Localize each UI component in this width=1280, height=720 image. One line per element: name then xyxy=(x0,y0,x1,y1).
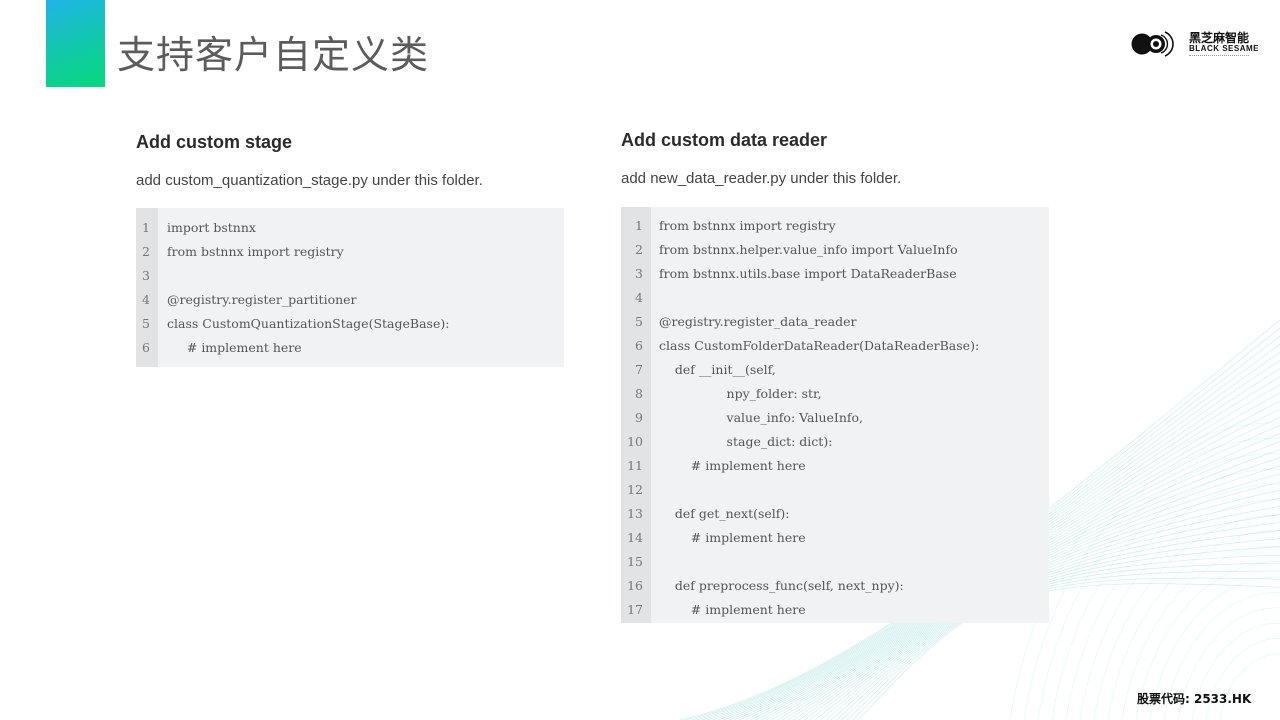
custom-data-reader-section: Add custom data reader add new_data_read… xyxy=(621,130,1051,192)
code-text: npy_folder: str, xyxy=(659,386,822,401)
code-text: value_info: ValueInfo, xyxy=(659,410,864,425)
custom-stage-code-block: 1 import bstnnx 2 from bstnnx import regist… xyxy=(136,208,564,367)
custom-stage-section: Add custom stage add custom_quantization… xyxy=(136,132,566,194)
code-line: 5 @registry.register_data_reader xyxy=(621,310,1049,334)
code-line: 5 class CustomQuantizationStage(StageBase… xyxy=(136,312,564,336)
code-line: 2 from bstnnx.helper.value_info import Va… xyxy=(621,238,1049,262)
line-number: 6 xyxy=(142,340,150,355)
code-line: 15 xyxy=(621,550,1049,574)
line-number: 4 xyxy=(635,290,643,305)
code-line: 3 from bstnnx.utils.base import DataReade… xyxy=(621,262,1049,286)
code-text: # implement here xyxy=(659,530,806,545)
line-number: 2 xyxy=(635,242,643,257)
logo-chinese-text: 黑芝麻智能 xyxy=(1189,31,1250,45)
line-number: 12 xyxy=(627,482,643,497)
code-text: class CustomQuantizationStage(StageBase)… xyxy=(167,316,450,331)
logo-tagline-line xyxy=(1189,55,1249,58)
code-line: 16 def preprocess_func(self, next_npy): xyxy=(621,574,1049,598)
line-number-gutter xyxy=(621,207,651,623)
line-number: 7 xyxy=(635,362,643,377)
sesame-logo-icon xyxy=(1131,31,1174,57)
custom-data-reader-code-block: 1 from bstnnx import registry 2 from bstnnx… xyxy=(621,207,1049,623)
code-text: # implement here xyxy=(167,340,302,355)
line-number: 6 xyxy=(635,338,643,353)
custom-data-reader-heading: Add custom data reader xyxy=(621,130,828,150)
line-number: 8 xyxy=(635,386,643,401)
code-text: @registry.register_partitioner xyxy=(167,292,357,307)
line-number: 15 xyxy=(627,554,643,569)
code-text: stage_dict: dict): xyxy=(659,434,833,449)
title-accent-bar xyxy=(46,0,105,87)
code-text: import bstnnx xyxy=(167,220,256,235)
line-number: 11 xyxy=(627,458,643,473)
line-number: 9 xyxy=(635,410,643,425)
custom-stage-description: add custom_quantization_stage.py under t… xyxy=(136,172,483,189)
company-logo: 黑芝麻智能 BLACK SESAME xyxy=(1131,28,1259,62)
code-line: 14 # implement here xyxy=(621,526,1049,550)
code-text: # implement here xyxy=(659,602,806,617)
code-text: from bstnnx.utils.base import DataReader… xyxy=(659,266,957,281)
code-text: from bstnnx import registry xyxy=(659,218,836,233)
line-number: 5 xyxy=(142,316,150,331)
line-number: 16 xyxy=(627,578,643,593)
line-number: 5 xyxy=(635,314,643,329)
code-line: 6 class CustomFolderDataReader(DataReader… xyxy=(621,334,1049,358)
page-title: 支持客户自定义类 xyxy=(117,33,430,77)
code-text: class CustomFolderDataReader(DataReaderB… xyxy=(659,338,980,353)
code-line: 12 xyxy=(621,478,1049,502)
custom-stage-heading: Add custom stage xyxy=(136,132,293,152)
code-line: 11 # implement here xyxy=(621,454,1049,478)
code-line: 6 # implement here xyxy=(136,336,564,360)
logo-english-text: BLACK SESAME xyxy=(1189,44,1260,53)
line-number: 3 xyxy=(635,266,643,281)
code-line: 13 def get_next(self): xyxy=(621,502,1049,526)
code-text: def preprocess_func(self, next_npy): xyxy=(659,578,904,593)
code-text: @registry.register_data_reader xyxy=(659,314,857,329)
code-text: # implement here xyxy=(659,458,806,473)
custom-data-reader-description: add new_data_reader.py under this folder… xyxy=(621,170,902,187)
line-number: 1 xyxy=(635,218,643,233)
code-text: from bstnnx import registry xyxy=(167,244,344,259)
line-number: 13 xyxy=(627,506,643,521)
line-number: 14 xyxy=(627,530,643,545)
line-number: 4 xyxy=(142,292,150,307)
code-line: 4 @registry.register_partitioner xyxy=(136,288,564,312)
code-line: 3 xyxy=(136,264,564,288)
code-line: 17 # implement here xyxy=(621,598,1049,622)
code-text: def get_next(self): xyxy=(659,506,790,521)
line-number: 1 xyxy=(142,220,150,235)
stock-code: 股票代码: 2533.HK xyxy=(1137,692,1252,706)
code-line: 8 npy_folder: str, xyxy=(621,382,1049,406)
code-line: 9 value_info: ValueInfo, xyxy=(621,406,1049,430)
code-line: 10 stage_dict: dict): xyxy=(621,430,1049,454)
line-number: 3 xyxy=(142,268,150,283)
line-number-gutter xyxy=(136,208,158,367)
code-line: 4 xyxy=(621,286,1049,310)
line-number: 2 xyxy=(142,244,150,259)
line-number: 17 xyxy=(627,602,643,617)
line-number: 10 xyxy=(627,434,643,449)
code-line: 7 def __init__(self, xyxy=(621,358,1049,382)
code-text: def __init__(self, xyxy=(659,362,776,377)
code-line: 2 from bstnnx import registry xyxy=(136,240,564,264)
code-line: 1 import bstnnx xyxy=(136,216,564,240)
code-text: from bstnnx.helper.value_info import Val… xyxy=(659,242,958,257)
code-line: 1 from bstnnx import registry xyxy=(621,214,1049,238)
